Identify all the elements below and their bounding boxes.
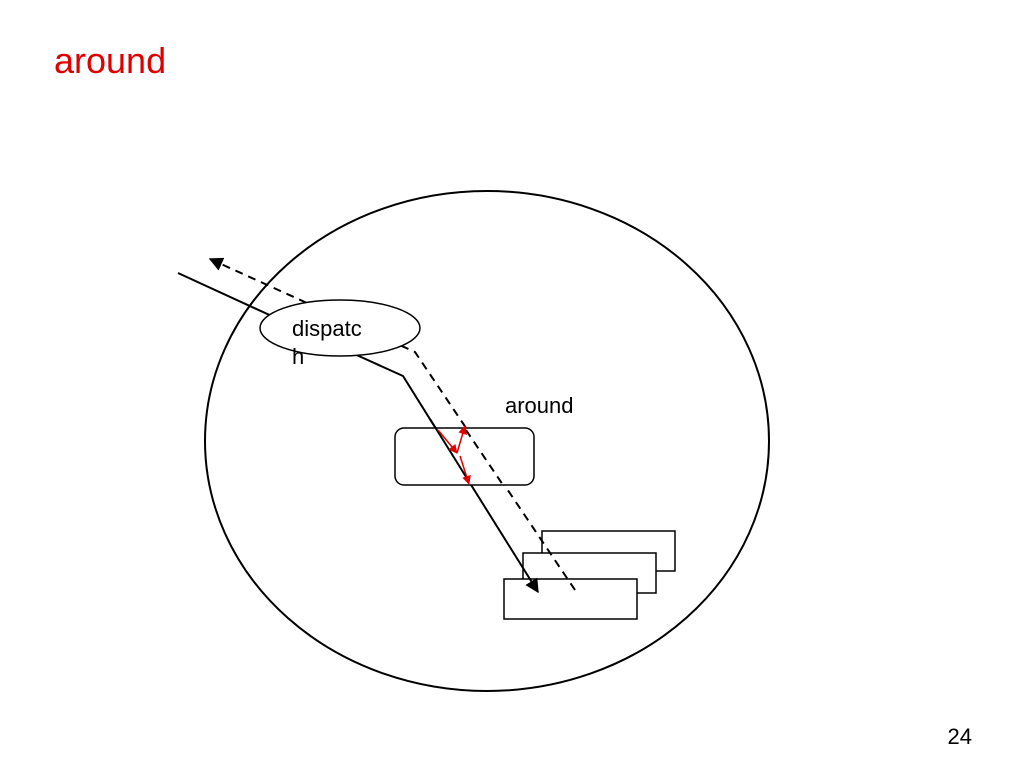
page-number: 24 <box>947 724 972 749</box>
return-path-through-around <box>465 429 506 489</box>
advice-arrow-proceed <box>459 455 471 485</box>
slide-title: around <box>54 40 167 81</box>
container-ellipse <box>204 190 770 692</box>
return-path-dashed <box>208 257 576 591</box>
advice-arrow-up <box>456 425 468 454</box>
dispatch-label-line2: h <box>292 344 304 369</box>
advice-arrow-in <box>437 429 458 454</box>
around-box <box>394 427 535 486</box>
around-label: around <box>505 393 574 418</box>
dispatch-node <box>259 299 421 357</box>
dispatch-label-line1: dispatc <box>292 316 362 341</box>
